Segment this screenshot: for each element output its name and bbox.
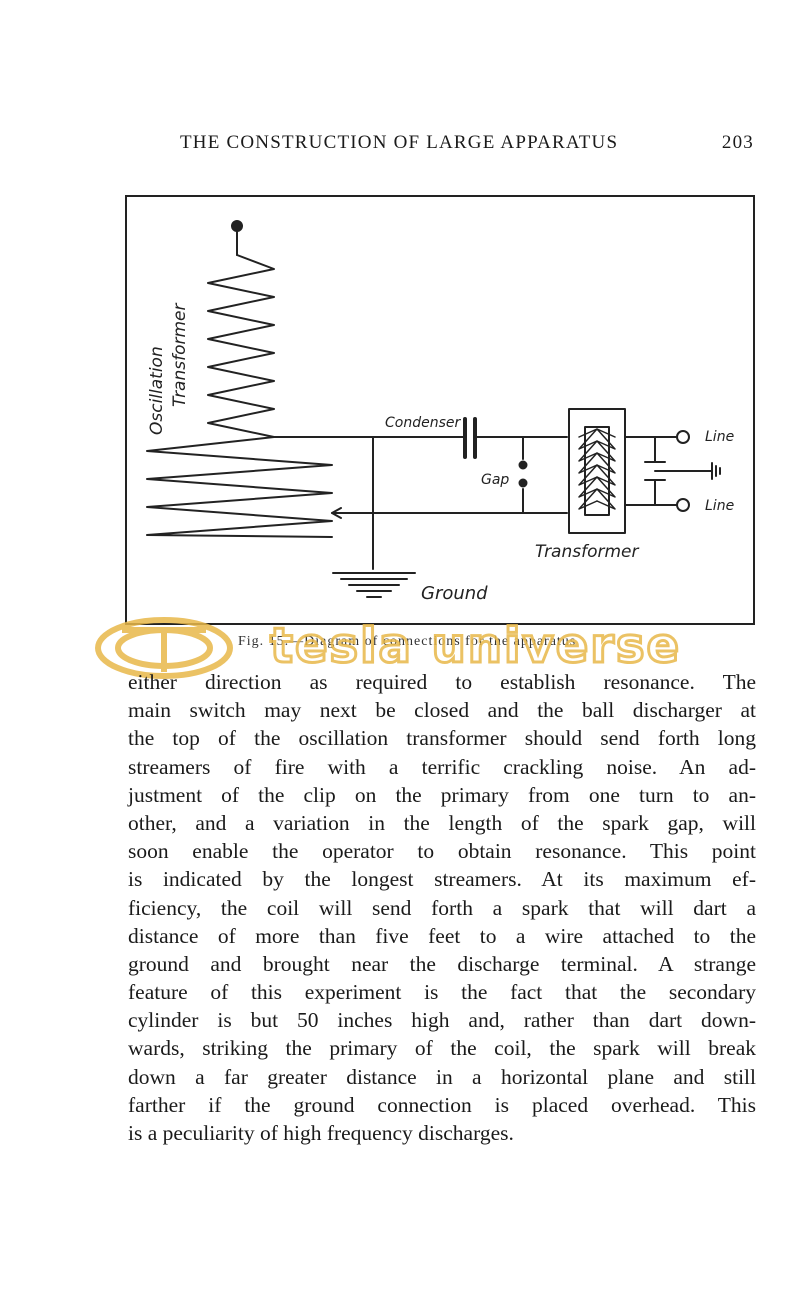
watermark-text: tesla universe <box>270 618 681 674</box>
label-line-top: Line <box>705 429 734 445</box>
transformer-secondary-winding <box>596 428 616 510</box>
text-line: is indicated by the longest streamers. A… <box>128 867 756 892</box>
text-line: the top of the oscillation transformer s… <box>128 726 756 751</box>
label-transformer: Transformer <box>535 542 639 562</box>
label-oscillation: Oscillation <box>147 346 167 435</box>
transformer-primary-winding <box>578 428 598 510</box>
gap-electrode-bottom <box>518 478 528 488</box>
text-line: ground and brought near the discharge te… <box>128 951 756 976</box>
running-title: THE CONSTRUCTION OF LARGE APPARATUS <box>180 132 619 153</box>
text-line: farther if the ground connection is plac… <box>128 1092 756 1117</box>
watermark-logo: tesla universe <box>95 617 681 679</box>
text-line: soon enable the operator to obtain reson… <box>128 839 756 864</box>
figure-caption: Fig. 15.—Diagram of connections for the … <box>238 634 577 649</box>
page-number: 203 <box>721 132 754 153</box>
label-line-bottom: Line <box>705 498 734 514</box>
text-line: is a peculiarity of high frequency disch… <box>128 1121 514 1145</box>
text-line: ficiency, the coil will send forth a spa… <box>128 895 756 920</box>
text-line: cylinder is but 50 inches high and, rath… <box>128 1008 756 1033</box>
circuit-diagram-svg: Oscillation Transformer Condenser Gap Tr… <box>146 220 734 604</box>
gap-electrode-top <box>518 460 528 470</box>
label-ground: Ground <box>421 583 488 604</box>
tesla-logo-icon <box>95 617 233 679</box>
label-condenser: Condenser <box>385 415 461 431</box>
text-line: justment of the clip on the primary from… <box>128 782 756 807</box>
text-line: wards, striking the primary of the coil,… <box>128 1036 756 1061</box>
body-paragraph: either direction as required to establis… <box>128 668 756 1147</box>
line-terminal-top <box>676 430 690 444</box>
text-line: streamers of fire with a terrific crackl… <box>128 754 756 779</box>
text-line: distance of more than five feet to a wir… <box>128 923 756 948</box>
running-header: THE CONSTRUCTION OF LARGE APPARATUS 203 <box>180 132 754 154</box>
text-line: feature of this experiment is the fact t… <box>128 980 756 1005</box>
text-line: either direction as required to establis… <box>128 670 756 694</box>
label-transformer-vertical: Transformer <box>170 303 190 407</box>
secondary-coil <box>207 254 275 438</box>
transformer-core-outer <box>568 408 626 534</box>
primary-coil <box>146 436 333 538</box>
clip-arrow <box>331 507 342 519</box>
text-line: other, and a variation in the length of … <box>128 810 756 835</box>
text-line: down a far greater distance in a horizon… <box>128 1064 756 1089</box>
text-line: main switch may next be closed and the b… <box>128 698 756 723</box>
line-terminal-bottom <box>676 498 690 512</box>
label-gap: Gap <box>481 472 509 488</box>
circuit-diagram: Oscillation Transformer Condenser Gap Tr… <box>125 195 755 625</box>
ball-discharger <box>231 220 243 232</box>
